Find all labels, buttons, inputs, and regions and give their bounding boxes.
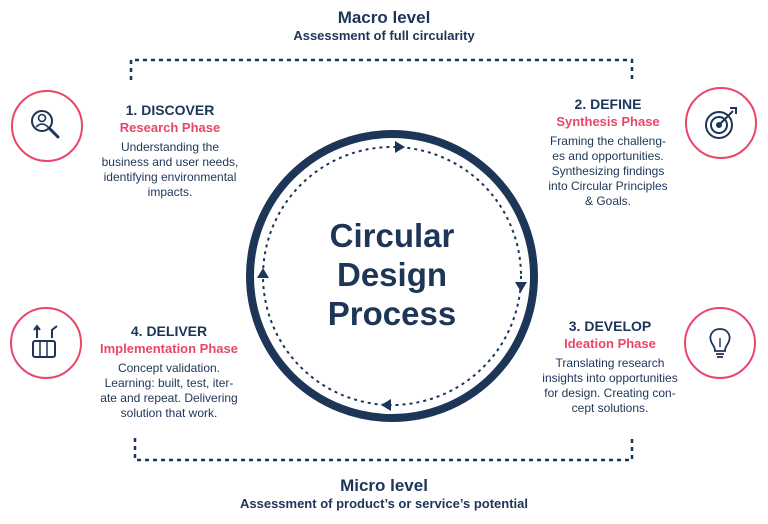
macro-bracket	[129, 58, 634, 80]
phase-subtitle: Implementation Phase	[100, 341, 238, 356]
target-icon	[685, 87, 757, 159]
micro-title: Micro level	[340, 476, 428, 495]
desc-line: business and user needs,	[101, 155, 239, 169]
desc-line: identifying environmental	[103, 170, 237, 184]
phase-subtitle: Synthesis Phase	[556, 114, 660, 129]
desc-line: Framing the challeng-	[549, 134, 667, 148]
macro-title: Macro level	[337, 8, 431, 27]
lightbulb-icon	[684, 307, 756, 379]
desc-line: & Goals.	[584, 194, 632, 208]
desc-line: for design. Creating con-	[544, 386, 676, 400]
phase-title: 4. DELIVER	[130, 323, 208, 339]
phase-subtitle: Research Phase	[119, 120, 221, 135]
phase-description: Framing the challeng- es and opportuniti…	[520, 134, 696, 209]
phase-develop: 3. DEVELOP Ideation Phase Translating re…	[520, 317, 700, 416]
desc-line: Concept validation.	[117, 361, 221, 375]
desc-line: Understanding the	[120, 140, 220, 154]
phase-deliver: 4. DELIVER Implementation Phase Concept …	[74, 322, 264, 421]
phase-discover: 1. DISCOVER Research Phase Understanding…	[72, 101, 268, 200]
desc-line: Translating research	[555, 356, 665, 370]
phase-description: Concept validation. Learning: built, tes…	[74, 361, 264, 421]
phase-description: Understanding the business and user need…	[72, 140, 268, 200]
arrow-top	[395, 141, 405, 153]
desc-line: insights into opportunities	[542, 371, 678, 385]
phase-subtitle: Ideation Phase	[564, 336, 656, 351]
tools-icon	[10, 307, 82, 379]
arrow-right	[515, 282, 527, 292]
center-title-line: Process	[327, 295, 457, 332]
desc-line: solution that work.	[120, 406, 218, 420]
user-search-icon	[11, 90, 83, 162]
macro-subtitle: Assessment of full circularity	[293, 28, 475, 43]
desc-line: into Circular Principles	[548, 179, 668, 193]
arrow-left	[257, 268, 269, 278]
center-title-line: Circular	[329, 217, 455, 254]
inner-dotted-ring	[262, 146, 522, 406]
desc-line: Learning: built, test, iter-	[104, 376, 234, 390]
center-title: Circular Design Process	[284, 216, 500, 333]
desc-line: Synthesizing findings	[551, 164, 665, 178]
micro-bracket	[133, 438, 634, 462]
phase-define: 2. DEFINE Synthesis Phase Framing the ch…	[520, 95, 696, 209]
arrow-bottom	[381, 399, 391, 411]
outer-ring	[246, 130, 538, 422]
desc-line: es and opportunities.	[552, 149, 664, 163]
desc-line: impacts.	[147, 185, 193, 199]
micro-subtitle: Assessment of product’s or service’s pot…	[239, 496, 528, 511]
phase-title: 2. DEFINE	[574, 96, 642, 112]
desc-line: cept solutions.	[571, 401, 649, 415]
desc-line: ate and repeat. Delivering	[100, 391, 238, 405]
phase-title: 1. DISCOVER	[125, 102, 215, 118]
phase-title: 3. DEVELOP	[568, 318, 652, 334]
center-title-line: Design	[336, 256, 448, 293]
phase-description: Translating research insights into oppor…	[520, 356, 700, 416]
